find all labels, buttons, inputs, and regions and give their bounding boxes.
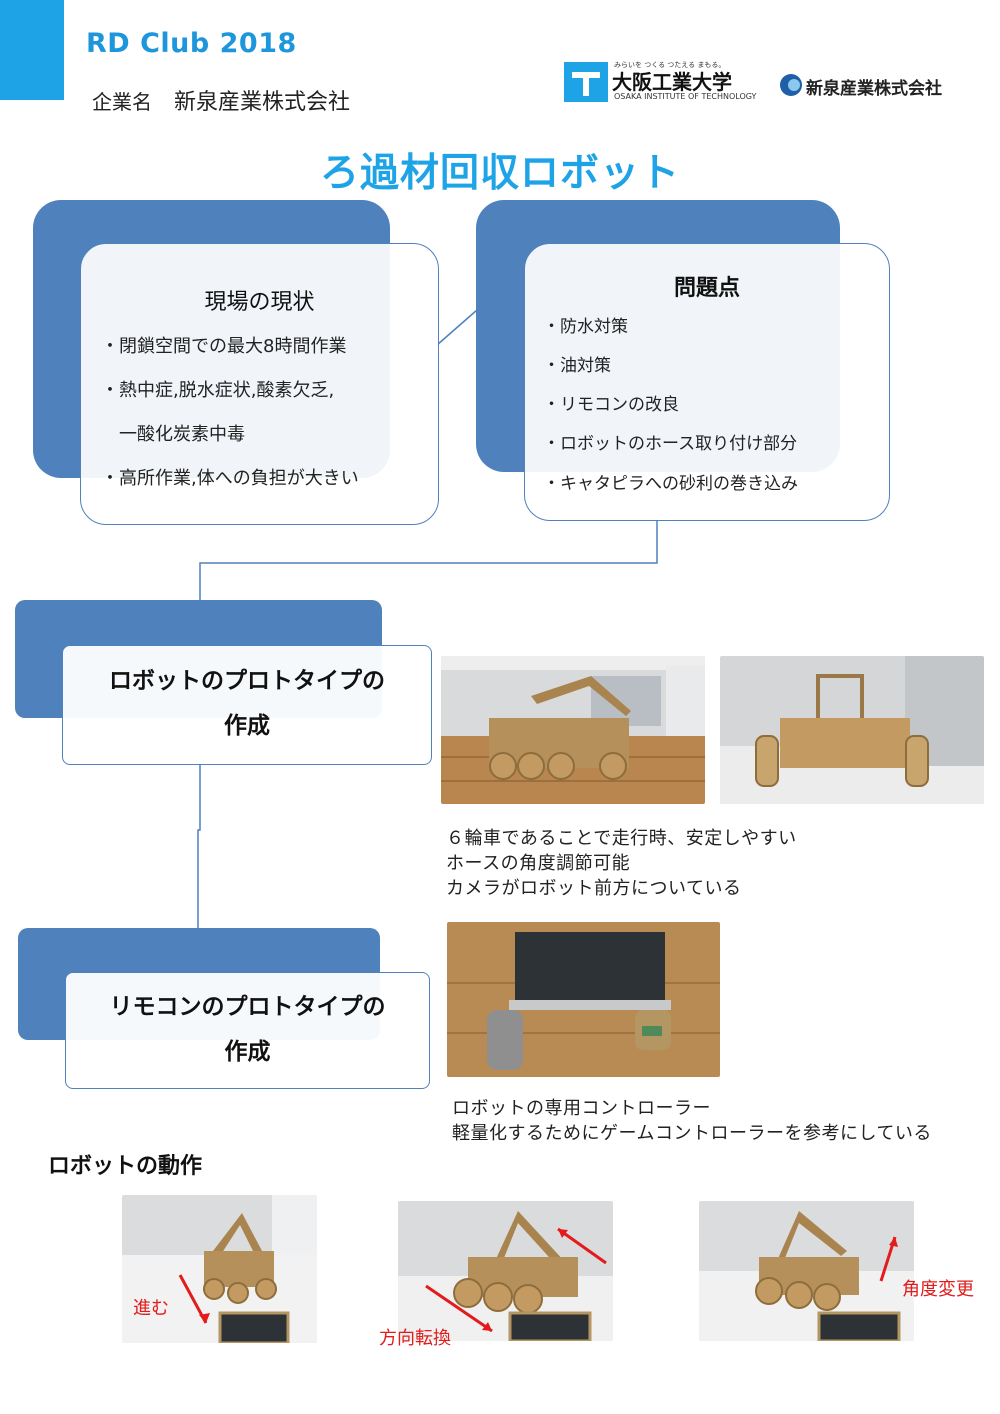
motion-label-forward: 進む xyxy=(133,1298,169,1319)
phase2-card: リモコンのプロトタイプの 作成 xyxy=(65,972,430,1089)
company-label: 企業名 xyxy=(92,90,152,114)
motion-label-turn: 方向転換 xyxy=(379,1328,451,1349)
current-state-item: ・閉鎖空間での最大8時間作業 xyxy=(101,336,347,357)
current-state-heading: 現場の現状 xyxy=(204,290,315,315)
partner-logo: 新泉産業株式会社 xyxy=(780,72,980,102)
current-state-card: 現場の現状 ・閉鎖空間での最大8時間作業 ・熱中症,脱水症状,酸素欠乏, 一酸化… xyxy=(80,243,439,525)
motion-photo-angle xyxy=(699,1201,914,1341)
company-line: 企業名新泉産業株式会社 xyxy=(92,84,350,116)
motion-photo-turn xyxy=(398,1201,613,1341)
problem-item: ・ロボットのホース取り付け部分 xyxy=(543,434,798,454)
current-state-item: 一酸化炭素中毒 xyxy=(119,424,245,445)
phase1-card: ロボットのプロトタイプの 作成 xyxy=(62,645,432,765)
header-accent-bar xyxy=(0,0,64,100)
oit-name-jp: 大阪工業大学 xyxy=(612,70,732,94)
problem-item: ・リモコンの改良 xyxy=(543,395,679,415)
problem-item: ・キャタピラへの砂利の巻き込み xyxy=(543,474,798,494)
robot-front-photo xyxy=(720,656,984,804)
partner-logo-text: 新泉産業株式会社 xyxy=(806,79,942,99)
phase2-title-line2: 作成 xyxy=(224,1039,271,1065)
problem-item: ・防水対策 xyxy=(543,317,628,337)
controller-photo xyxy=(447,922,720,1077)
problem-item: ・油対策 xyxy=(543,356,611,376)
page-title: ろ過材回収ロボット xyxy=(319,151,680,196)
current-state-item: ・高所作業,体への負担が大きい xyxy=(101,468,359,489)
phase1-caption: ６輪車であることで走行時、安定しやすい xyxy=(446,828,797,849)
oit-logo: みらいを つくる つたえる まもる。 大阪工業大学 OSAKA INSTITUT… xyxy=(564,60,757,104)
phase1-title-line2: 作成 xyxy=(224,713,270,739)
phase1-caption: カメラがロボット前方についている xyxy=(446,878,742,899)
problems-card: 問題点 ・防水対策 ・油対策 ・リモコンの改良 ・ロボットのホース取り付け部分 … xyxy=(524,243,890,521)
motion-heading: ロボットの動作 xyxy=(48,1154,203,1179)
phase2-caption: ロボットの専用コントローラー xyxy=(452,1098,711,1119)
robot-side-photo xyxy=(441,656,705,804)
club-title: RD Club 2018 xyxy=(86,28,297,59)
motion-label-angle: 角度変更 xyxy=(902,1279,974,1300)
company-name: 新泉産業株式会社 xyxy=(174,90,351,115)
problems-heading: 問題点 xyxy=(673,276,740,301)
motion-photo-forward xyxy=(122,1195,317,1343)
phase2-title-line1: リモコンのプロトタイプの xyxy=(109,994,386,1020)
current-state-item: ・熱中症,脱水症状,酸素欠乏, xyxy=(101,380,335,401)
oit-tagline: みらいを つくる つたえる まもる。 xyxy=(614,61,726,69)
oit-name-en: OSAKA INSTITUTE OF TECHNOLOGY xyxy=(614,92,757,101)
phase2-caption: 軽量化するためにゲームコントローラーを参考にしている xyxy=(452,1123,932,1144)
phase1-title-line1: ロボットのプロトタイプの xyxy=(109,668,385,694)
partner-mark-icon xyxy=(780,74,802,96)
phase1-caption: ホースの角度調節可能 xyxy=(446,853,631,874)
oit-mark-icon xyxy=(564,62,608,102)
